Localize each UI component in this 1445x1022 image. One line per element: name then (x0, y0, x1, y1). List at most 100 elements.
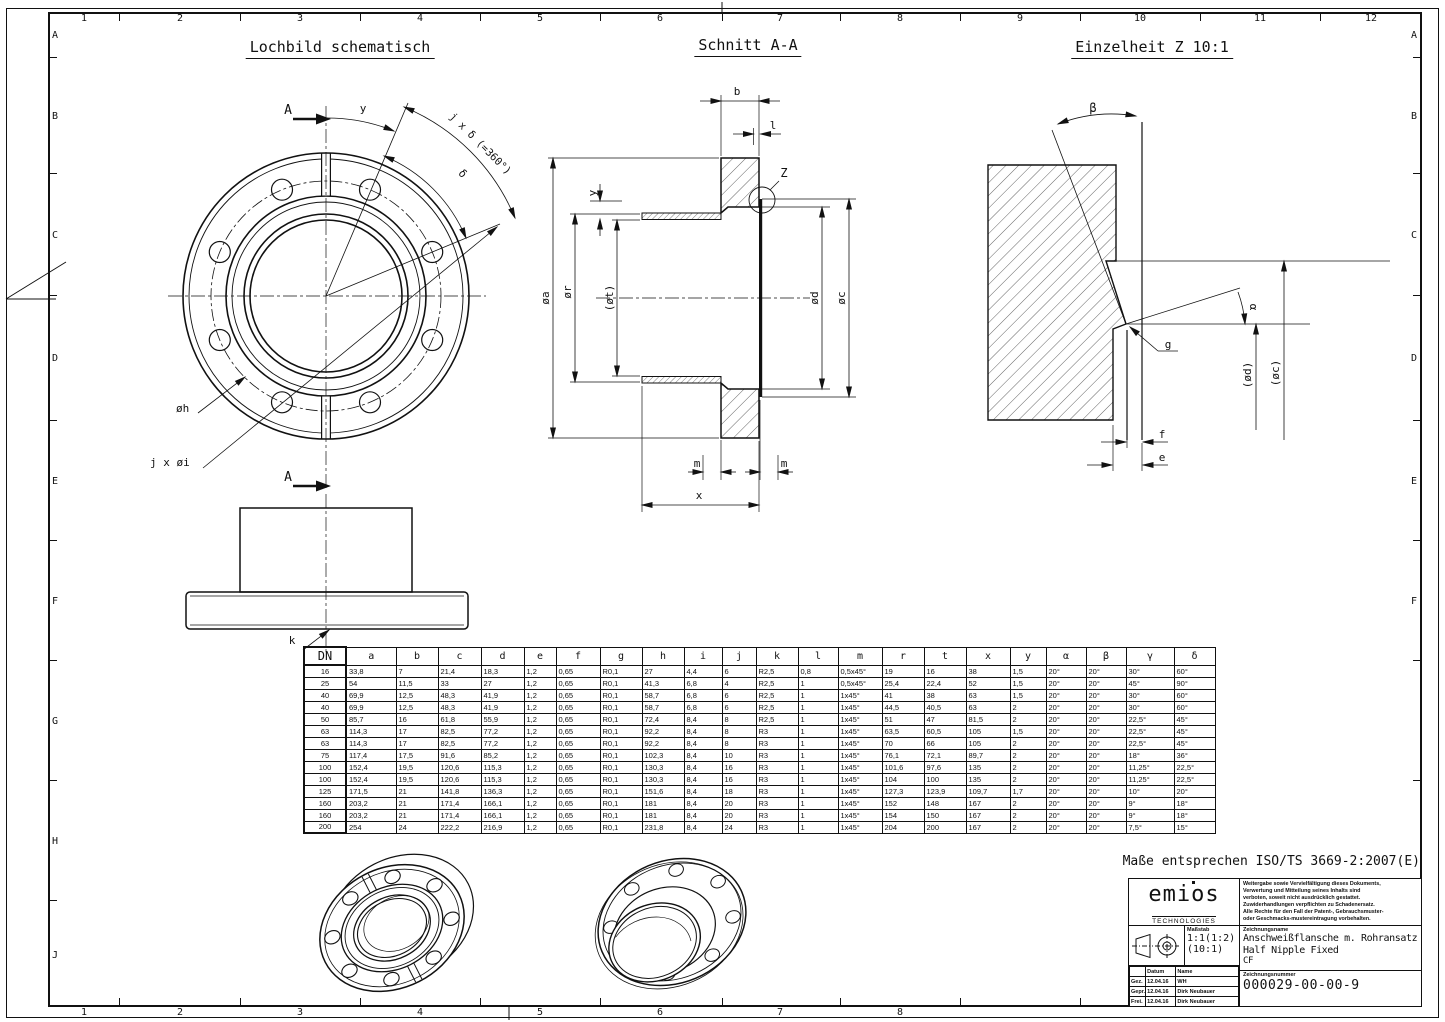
table-cell: 1 (797, 748, 839, 762)
table-cell: 54 (345, 676, 397, 690)
table-cell: 22,5° (1125, 736, 1175, 750)
dim-label-jxdelta: j x δ (=360°) (447, 111, 514, 178)
table-cell: 60° (1173, 700, 1216, 714)
dim-label-ot: (øt) (603, 285, 616, 312)
grid-label: G (52, 716, 59, 727)
table-cell: 109,7 (965, 784, 1011, 798)
grid-label: 3 (296, 1007, 304, 1018)
grid-tick (360, 12, 361, 21)
table-cell: 1,2 (523, 772, 557, 786)
table-cell: 20° (1085, 712, 1127, 726)
table-cell: 1 (797, 712, 839, 726)
grid-label: E (1411, 476, 1418, 487)
table-cell: 20° (1085, 724, 1127, 738)
title-block: emios TECHNOLOGIES Weitergabe sowie Verv… (1128, 878, 1422, 1007)
table-cell: 0,5x45° (837, 676, 883, 690)
table-header-m: m (837, 646, 883, 666)
table-cell: 171,5 (345, 784, 397, 798)
table-cell: 1 (797, 808, 839, 822)
drawing-number-label: Zeichnungsnummer (1243, 972, 1296, 978)
grid-tick (960, 12, 961, 21)
dim-label-g: g (1165, 338, 1172, 351)
table-cell: 104 (881, 772, 925, 786)
table-cell: 21 (395, 796, 439, 810)
grid-label: F (1411, 596, 1418, 607)
table-cell: 12,5 (395, 688, 439, 702)
grid-label: 8 (896, 13, 904, 24)
table-cell: 82,5 (437, 736, 482, 750)
grid-tick (48, 420, 57, 421)
table-cell: R2,5 (755, 676, 799, 690)
table-cell: 16 (721, 760, 757, 774)
table-cell: 167 (965, 820, 1011, 834)
table-cell: 30° (1125, 688, 1175, 702)
drawing-frame (48, 12, 1422, 1007)
table-cell: 100 (923, 772, 967, 786)
grid-tick (1413, 660, 1422, 661)
grid-label: 6 (656, 1007, 664, 1018)
table-cell: 1x45° (837, 760, 883, 774)
grid-tick (1413, 57, 1422, 58)
table-cell: 0,8 (797, 664, 839, 678)
table-cell: 18° (1173, 808, 1216, 822)
grid-label: 2 (176, 13, 184, 24)
table-cell: 8,4 (683, 784, 723, 798)
grid-label: 4 (416, 1007, 424, 1018)
table-cell: 160 (303, 808, 347, 822)
table-cell: 38 (923, 688, 967, 702)
table-cell: 17 (395, 736, 439, 750)
grid-label: 1 (80, 1007, 88, 1018)
grid-tick (48, 780, 57, 781)
table-cell: 20° (1085, 748, 1127, 762)
table-cell: 1x45° (837, 772, 883, 786)
table-cell: 20 (721, 796, 757, 810)
grid-tick (48, 173, 57, 174)
table-cell: 1,2 (523, 748, 557, 762)
table-cell: 19,5 (395, 772, 439, 786)
table-cell: 0,65 (555, 664, 601, 678)
grid-tick (1413, 173, 1422, 174)
table-cell: 20° (1085, 808, 1127, 822)
table-header-y: y (1009, 646, 1047, 666)
table-cell: 0,65 (555, 676, 601, 690)
table-cell: 1,2 (523, 700, 557, 714)
grid-tick (722, 998, 723, 1007)
table-cell: 127,3 (881, 784, 925, 798)
table-cell: 2 (1009, 820, 1047, 834)
table-cell: R3 (755, 784, 799, 798)
table-header-d: d (480, 646, 525, 666)
table-cell: 1,2 (523, 724, 557, 738)
grid-label: 11 (1253, 13, 1267, 24)
approval-cell (1128, 966, 1147, 977)
section-mark-top: A (284, 103, 292, 118)
table-cell: 115,3 (480, 772, 525, 786)
table-cell: 152,4 (345, 760, 397, 774)
table-cell: 17 (395, 724, 439, 738)
grid-label: B (52, 111, 59, 122)
table-cell: 231,8 (641, 820, 685, 834)
table-cell: 20° (1085, 736, 1127, 750)
table-cell: 130,3 (641, 760, 685, 774)
dim-label-y-arc: y (360, 102, 367, 115)
table-cell: 20 (721, 808, 757, 822)
table-cell: 1,5 (1009, 724, 1047, 738)
table-cell: 1 (797, 820, 839, 834)
table-cell: 30° (1125, 664, 1175, 678)
table-cell: 27 (641, 664, 685, 678)
drawing-name-line3: CF (1243, 956, 1254, 966)
table-cell: 72,1 (923, 748, 967, 762)
legal-line: Weitergabe sowie Vervielfältigung dieses… (1243, 881, 1381, 887)
table-cell: 61,8 (437, 712, 482, 726)
grid-tick (48, 660, 57, 661)
dim-label-or: ør (561, 285, 574, 299)
view-detail: β α g (ød) (øc) f e (987, 101, 1390, 471)
table-cell: 77,2 (480, 724, 525, 738)
legal-line: verboten, soweit nicht ausdrücklich gest… (1243, 895, 1361, 901)
grid-tick (1200, 12, 1201, 21)
dim-label-b: b (734, 85, 741, 98)
table-cell: 85,2 (480, 748, 525, 762)
table-cell: 141,8 (437, 784, 482, 798)
